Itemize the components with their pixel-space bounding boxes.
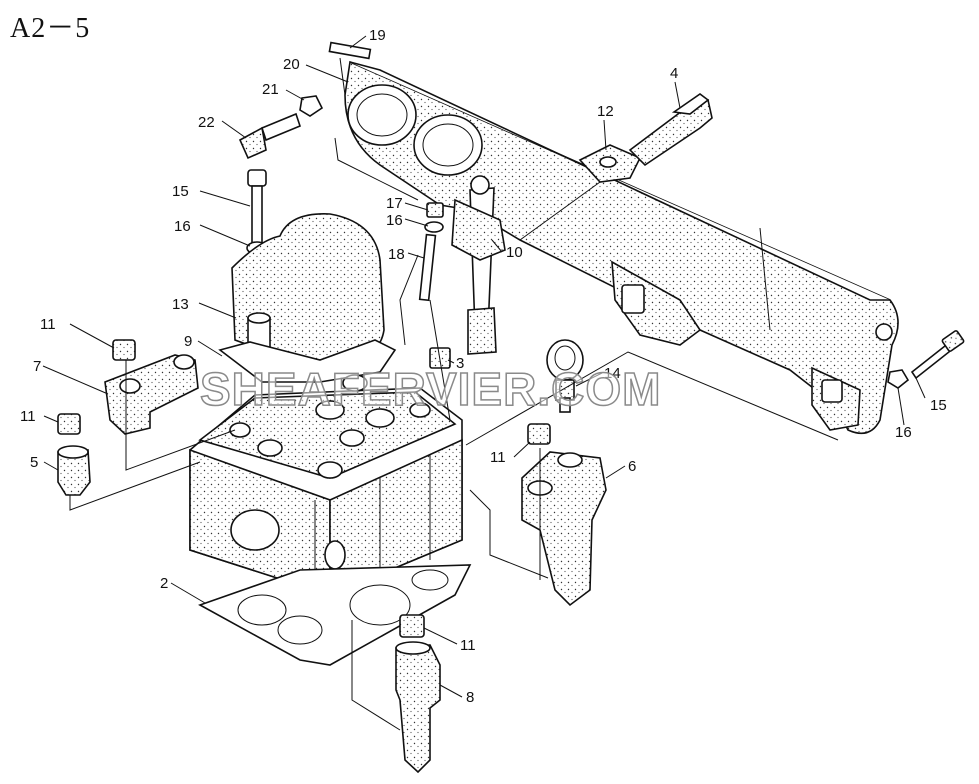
callout-22: 22	[198, 114, 215, 131]
callout-16-right: 16	[895, 424, 912, 441]
rocker-bracket-6	[521, 451, 607, 607]
callout-20: 20	[283, 56, 300, 73]
callout-leaders	[42, 35, 926, 698]
nut-11-a	[112, 339, 136, 361]
callout-18: 18	[388, 246, 405, 263]
washer-21	[299, 95, 324, 117]
callout-17: 17	[386, 195, 403, 212]
heater-plug-4	[628, 93, 713, 167]
callout-8: 8	[466, 689, 474, 706]
bracket-12	[578, 144, 642, 183]
callout-6: 6	[628, 458, 636, 475]
assembly-lines	[69, 57, 839, 731]
nut-11-d	[399, 614, 425, 638]
nut-17	[426, 202, 444, 218]
bolt-15-right	[910, 330, 965, 380]
callout-16-left: 16	[174, 218, 191, 235]
callout-labels: 19 20 21 22 4 12 15 16 17 16 18 10 13 11…	[20, 27, 947, 706]
callout-13: 13	[172, 296, 189, 313]
sleeve-5	[57, 445, 91, 496]
callout-15-left: 15	[172, 183, 189, 200]
stud-19	[328, 41, 372, 60]
callout-11-bottom: 11	[460, 637, 476, 654]
page-title: A2－5	[10, 13, 91, 44]
stud-18	[418, 233, 437, 302]
nut-11-b	[57, 413, 81, 435]
eye-bolt-14	[546, 339, 584, 413]
injector-10	[451, 175, 506, 355]
support-8	[395, 641, 441, 774]
cylinder-head	[189, 374, 463, 597]
callout-16-mid: 16	[386, 212, 403, 229]
watermark-text: SHEAFERVIER.COM	[199, 362, 662, 416]
bolt-22	[238, 112, 301, 160]
callout-11-left: 11	[20, 408, 36, 425]
callout-19: 19	[369, 27, 386, 44]
bolt-15-left	[247, 169, 267, 245]
callout-21: 21	[262, 81, 279, 98]
head-gasket-2	[198, 564, 472, 666]
gasket-9	[218, 339, 397, 383]
rocker-bracket-7	[104, 354, 199, 435]
washer-16-mid	[424, 221, 444, 233]
callout-14: 14	[604, 365, 621, 382]
callout-5: 5	[30, 454, 38, 471]
callout-10: 10	[506, 244, 523, 261]
callout-3: 3	[456, 355, 464, 372]
callout-11-mid: 11	[490, 449, 506, 466]
callout-12: 12	[597, 103, 614, 120]
callout-4: 4	[670, 65, 678, 82]
callout-15-right: 15	[930, 397, 947, 414]
callout-9: 9	[184, 333, 192, 350]
callout-2: 2	[160, 575, 168, 592]
nut-11-c	[527, 423, 551, 445]
washer-16-right	[887, 369, 910, 389]
callout-7: 7	[33, 358, 41, 375]
callout-11-upper-left: 11	[40, 316, 56, 333]
exhaust-manifold	[344, 60, 899, 435]
